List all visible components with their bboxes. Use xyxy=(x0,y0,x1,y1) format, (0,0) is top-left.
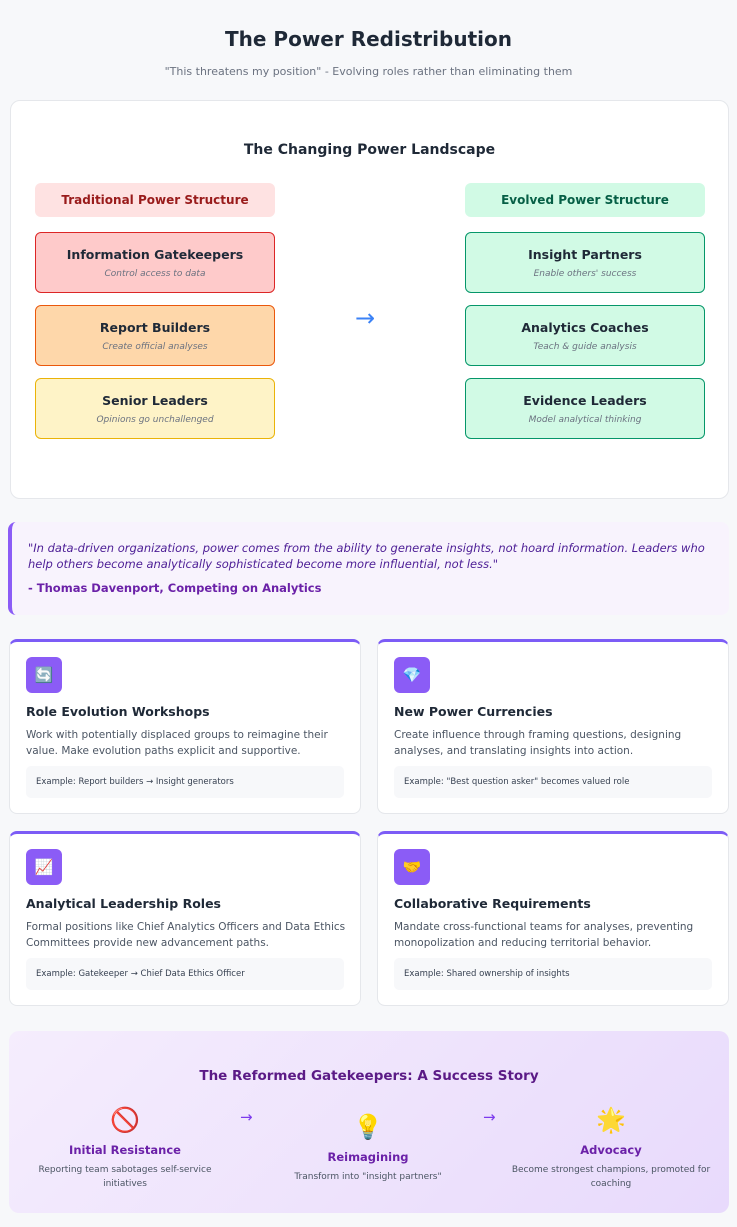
card-description: Work with potentially displaced groups t… xyxy=(26,729,328,757)
card-title: Role Evolution Workshops xyxy=(26,704,210,719)
card-example: Example: Report builders → Insight gener… xyxy=(26,766,344,798)
lightbulb-icon: 💡 xyxy=(353,1113,383,1141)
item-name: Information Gatekeepers xyxy=(66,246,244,262)
card-title: Collaborative Requirements xyxy=(394,896,591,911)
card-description: Formal positions like Chief Analytics Of… xyxy=(26,921,346,949)
story-step-resistance: 🚫 Initial Resistance Reporting team sabo… xyxy=(25,1103,225,1191)
evolved-item-analytics-coaches: Analytics Coaches Teach & guide analysis xyxy=(465,305,705,366)
step-description: Reporting team sabotages self-service in… xyxy=(38,1165,212,1189)
item-desc: Enable others' success xyxy=(533,268,637,279)
item-name: Insight Partners xyxy=(528,246,642,262)
step-name: Advocacy xyxy=(580,1143,642,1157)
card-power-currencies: 💎 New Power Currencies Create influence … xyxy=(377,639,729,814)
arrow-right-icon: → xyxy=(483,1108,496,1126)
page-title: The Power Redistribution xyxy=(225,27,512,51)
traditional-item-gatekeepers: Information Gatekeepers Control access t… xyxy=(35,232,275,293)
story-title: The Reformed Gatekeepers: A Success Stor… xyxy=(199,1068,539,1084)
card-description: Create influence through framing questio… xyxy=(394,729,682,757)
item-desc: Model analytical thinking xyxy=(528,414,642,425)
landscape-title: The Changing Power Landscape xyxy=(243,142,496,158)
handshake-icon: 🤝 xyxy=(394,849,430,885)
item-desc: Opinions go unchallenged xyxy=(96,414,214,425)
step-name: Initial Resistance xyxy=(69,1143,181,1157)
item-name: Evidence Leaders xyxy=(523,392,647,408)
evolved-heading: Evolved Power Structure xyxy=(465,183,705,217)
chart-increasing-icon: 📈 xyxy=(26,849,62,885)
item-name: Senior Leaders xyxy=(102,392,208,408)
quote-text: "In data-driven organizations, power com… xyxy=(28,541,705,571)
davenport-quote: "In data-driven organizations, power com… xyxy=(8,522,729,615)
quote-author: - Thomas Davenport, Competing on Analyti… xyxy=(28,581,322,595)
evolved-item-evidence-leaders: Evidence Leaders Model analytical thinki… xyxy=(465,378,705,439)
item-name: Analytics Coaches xyxy=(521,319,649,335)
story-step-reimagining: 💡 Reimagining Transform into "insight pa… xyxy=(268,1110,468,1184)
gem-icon: 💎 xyxy=(394,657,430,693)
card-analytical-leadership: 📈 Analytical Leadership Roles Formal pos… xyxy=(9,831,361,1006)
card-role-evolution: 🔄 Role Evolution Workshops Work with pot… xyxy=(9,639,361,814)
item-name: Report Builders xyxy=(99,319,211,335)
page-subtitle: "This threatens my position" - Evolving … xyxy=(164,65,573,78)
card-collaborative-requirements: 🤝 Collaborative Requirements Mandate cro… xyxy=(377,831,729,1006)
card-example: Example: Shared ownership of insights xyxy=(394,958,712,990)
power-landscape-panel: The Changing Power Landscape Traditional… xyxy=(10,100,729,499)
item-desc: Teach & guide analysis xyxy=(533,341,637,352)
arrow-right-icon: → xyxy=(240,1108,253,1126)
card-example: Example: Gatekeeper → Chief Data Ethics … xyxy=(26,958,344,990)
card-example: Example: "Best question asker" becomes v… xyxy=(394,766,712,798)
step-description: Transform into "insight partners" xyxy=(294,1172,442,1182)
refresh-icon: 🔄 xyxy=(26,657,62,693)
item-desc: Control access to data xyxy=(104,268,206,279)
card-title: Analytical Leadership Roles xyxy=(26,896,221,911)
prohibited-icon: 🚫 xyxy=(110,1106,140,1134)
traditional-heading: Traditional Power Structure xyxy=(35,183,275,217)
page-header: The Power Redistribution "This threatens… xyxy=(0,0,737,78)
traditional-item-senior-leaders: Senior Leaders Opinions go unchallenged xyxy=(35,378,275,439)
item-desc: Create official analyses xyxy=(102,341,208,352)
star-icon: 🌟 xyxy=(596,1106,626,1134)
arrow-right-icon: → xyxy=(355,304,376,332)
step-description: Become strongest champions, promoted for… xyxy=(511,1165,711,1189)
story-step-advocacy: 🌟 Advocacy Become strongest champions, p… xyxy=(511,1103,711,1191)
card-title: New Power Currencies xyxy=(394,704,553,719)
step-name: Reimagining xyxy=(327,1150,409,1164)
card-description: Mandate cross-functional teams for analy… xyxy=(394,921,694,949)
traditional-item-report-builders: Report Builders Create official analyses xyxy=(35,305,275,366)
success-story-panel: The Reformed Gatekeepers: A Success Stor… xyxy=(9,1031,729,1213)
evolved-item-insight-partners: Insight Partners Enable others' success xyxy=(465,232,705,293)
